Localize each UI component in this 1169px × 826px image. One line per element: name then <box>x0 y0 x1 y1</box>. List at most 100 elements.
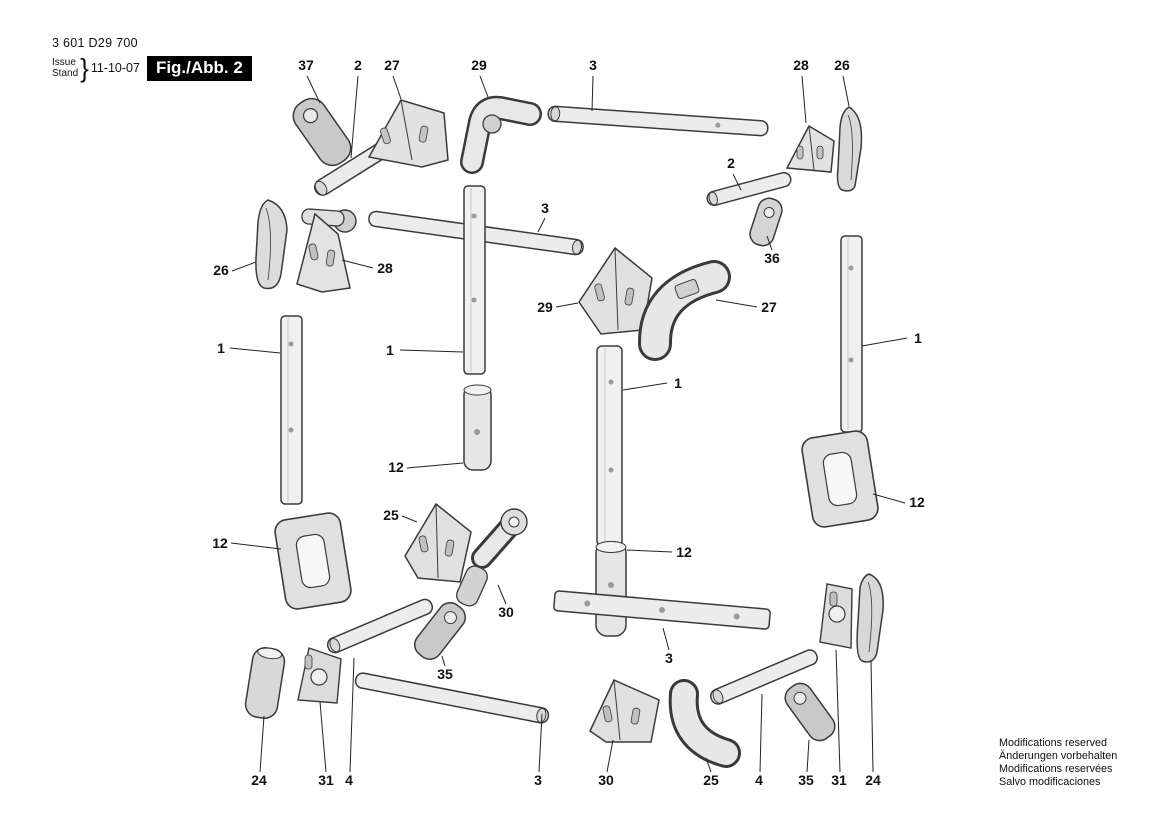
part-12-foot-b-drawing <box>801 430 879 528</box>
leader-mid-35 <box>441 655 446 667</box>
part-29-bracket-mid-drawing <box>578 246 653 335</box>
callout-1-mid: 1 <box>674 375 682 391</box>
part-1-tube-c-drawing <box>596 345 623 547</box>
part-3-rail-mid-drawing <box>553 590 771 630</box>
leader-bottom-4b <box>759 693 763 773</box>
leader-top-27 <box>392 75 402 100</box>
issue-date: 11-10-07 <box>90 61 140 75</box>
callout-3-midbottom: 3 <box>665 650 673 666</box>
leader-bottom-24 <box>259 715 265 773</box>
callout-31-bottom-b: 31 <box>831 772 847 788</box>
callout-25-leftmid: 25 <box>383 507 399 523</box>
title-block: 3 601 D29 700 Issue Stand } 11-10-07 Fig… <box>52 36 252 81</box>
leader-bottom-31b <box>835 649 841 773</box>
part-28-bracket-topright-drawing <box>785 124 835 173</box>
part-12-foot-a-drawing <box>274 512 352 610</box>
part-4-tube-a-drawing <box>326 598 434 654</box>
leader-left-12 <box>230 542 282 550</box>
part-29-clamp-top-drawing <box>460 95 542 174</box>
callout-12-right: 12 <box>909 494 925 510</box>
callout-27-top: 27 <box>384 57 400 73</box>
leader-right-12 <box>872 493 906 504</box>
leader-mid-36 <box>766 235 773 251</box>
part-1-tube-a-drawing <box>280 315 303 505</box>
leader-left-1 <box>229 347 281 354</box>
leader-bottom-4 <box>349 657 355 773</box>
callout-12-left: 12 <box>212 535 228 551</box>
modifications-notice: Modifications reserved Änderungen vorbeh… <box>999 737 1117 789</box>
callout-28-top: 28 <box>793 57 809 73</box>
callout-27-mid: 27 <box>761 299 777 315</box>
callout-12-mid: 12 <box>676 544 692 560</box>
catalog-part-number: 3 601 D29 700 <box>52 36 138 50</box>
stand-label: Stand <box>52 68 79 79</box>
part-37-lever-drawing <box>292 97 352 167</box>
leader-mid-bottom-3 <box>662 627 670 651</box>
issue-label: Issue <box>52 56 76 68</box>
part-3-tube-bottom-drawing <box>354 672 550 724</box>
callout-24-bottom: 24 <box>251 772 267 788</box>
part-35-lever-mid-drawing <box>413 602 467 660</box>
leader-left-26 <box>231 261 257 272</box>
callout-26-left: 26 <box>213 262 229 278</box>
callout-26-top: 26 <box>834 57 850 73</box>
callout-31-bottom: 31 <box>318 772 334 788</box>
leader-mid-1 <box>622 382 668 391</box>
part-24-cover-b-drawing <box>856 573 884 663</box>
leader-bottom-35 <box>806 739 810 773</box>
callout-36-mid: 36 <box>764 250 780 266</box>
part-31-clamp-a-drawing <box>297 647 342 704</box>
leader-mid-12 <box>626 549 673 553</box>
part-4-tube-b-drawing <box>710 649 818 705</box>
leader-lines <box>229 75 908 773</box>
part-26-cover-topright-drawing <box>836 106 863 192</box>
leader-top-28 <box>801 75 807 124</box>
brace-glyph: } <box>80 53 89 83</box>
callout-25-bottom: 25 <box>703 772 719 788</box>
leader-bottom-30 <box>606 739 614 773</box>
callout-4-bottom-b: 4 <box>755 772 763 788</box>
leader-mid-27 <box>715 299 758 308</box>
callout-29-top: 29 <box>471 57 487 73</box>
part-30-joint-mid-drawing <box>456 508 528 607</box>
callout-1-leftmid: 1 <box>386 342 394 358</box>
issue-row: Issue Stand } 11-10-07 Fig./Abb. 2 <box>52 55 252 81</box>
part-1-tube-b-drawing <box>463 185 486 375</box>
leader-top-2 <box>350 75 359 159</box>
part-36-connector-drawing <box>749 197 783 247</box>
part-1-tube-d-drawing <box>840 235 863 433</box>
part-12-sleeve-b-drawing <box>595 541 627 637</box>
callout-2-midright: 2 <box>727 155 735 171</box>
figure-label-badge: Fig./Abb. 2 <box>146 55 252 81</box>
callout-30-bottom: 30 <box>598 772 614 788</box>
part-28-bracket-left-drawing <box>296 208 357 293</box>
part-3-tube-top-drawing <box>547 105 769 137</box>
callout-29-mid: 29 <box>537 299 553 315</box>
callout-30-mid: 30 <box>498 604 514 620</box>
callout-28-left: 28 <box>377 260 393 276</box>
part-30-bracket-bottom-drawing <box>589 679 660 743</box>
callout-1-left: 1 <box>217 340 225 356</box>
part-27-elbow-mid-drawing <box>638 260 731 361</box>
callout-2-top: 2 <box>354 57 362 73</box>
leader-bottom-31 <box>319 701 327 773</box>
notice-line-fr: Modifications reservées <box>999 762 1113 775</box>
leader-mid-right-2 <box>732 173 742 191</box>
leader-top-37 <box>306 75 321 104</box>
notice-line-de: Änderungen vorbehalten <box>999 749 1118 762</box>
part-12-sleeve-a-drawing <box>463 384 492 471</box>
leader-top-26 <box>842 75 850 107</box>
part-26-cover-left-drawing <box>255 199 288 290</box>
leader-mid-29 <box>555 302 579 308</box>
callout-35-mid: 35 <box>437 666 453 682</box>
leader-left-mid-1 <box>399 349 464 353</box>
part-25-elbow-bottom-drawing <box>668 679 741 768</box>
leader-bottom-3 <box>538 713 543 773</box>
callout-4-bottom: 4 <box>345 772 353 788</box>
leader-left-28 <box>341 259 374 269</box>
part-2-tube-right-drawing <box>706 171 792 207</box>
callout-12-leftmid: 12 <box>388 459 404 475</box>
notice-line-en: Modifications reserved <box>999 737 1108 749</box>
callout-3-top: 3 <box>589 57 597 73</box>
part-24-cap-a-drawing <box>244 647 286 719</box>
